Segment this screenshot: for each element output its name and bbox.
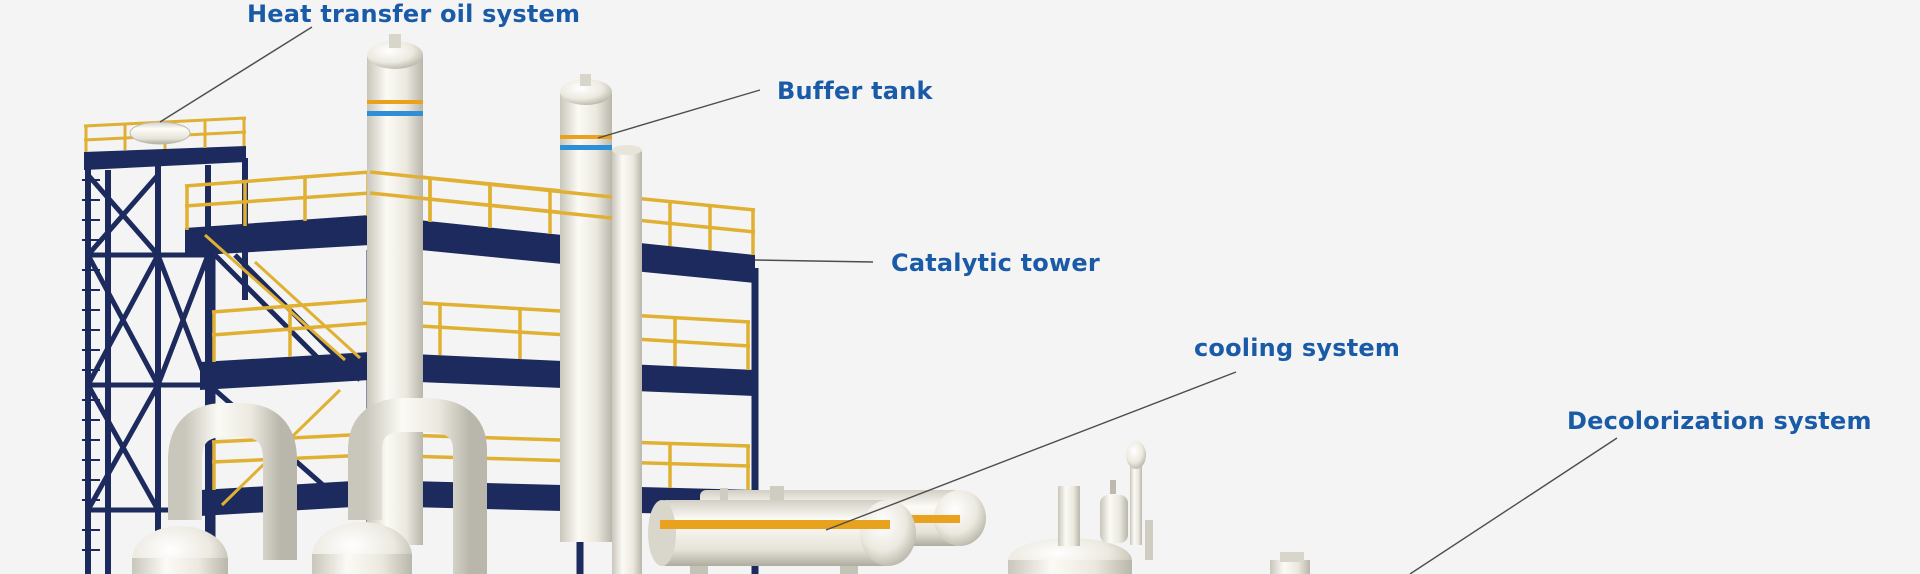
label-catalytic-tower: Catalytic tower	[891, 249, 1100, 277]
front-railing	[369, 170, 613, 228]
stair-tower	[82, 116, 248, 574]
label-decolorization-system: Decolorization system	[1567, 407, 1872, 435]
leader-lines	[159, 26, 1618, 574]
reactors	[132, 398, 487, 574]
catalytic-columns	[367, 34, 642, 574]
label-cooling-system: cooling system	[1194, 334, 1401, 362]
label-heat-transfer-oil-system: Heat transfer oil system	[247, 0, 581, 28]
decolorization-equipment	[1008, 441, 1310, 574]
label-buffer-tank: Buffer tank	[777, 77, 933, 105]
